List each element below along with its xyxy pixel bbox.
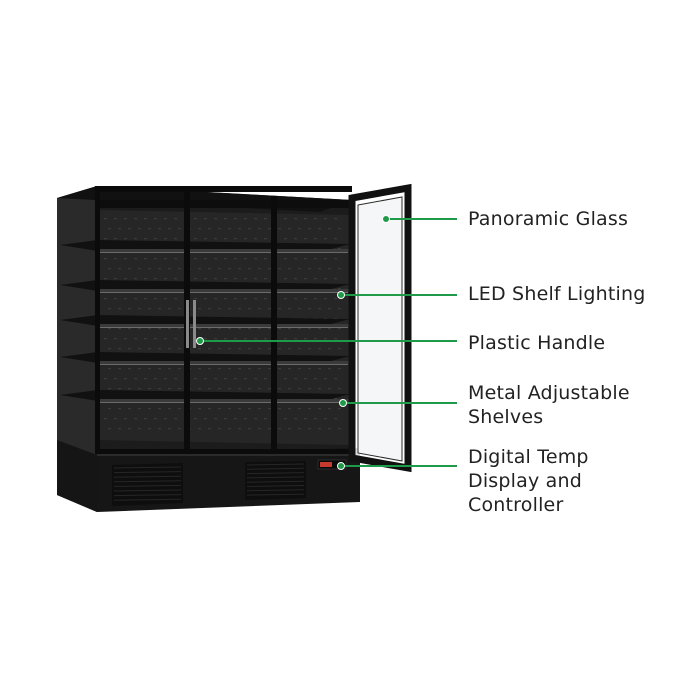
shelf: [60, 240, 350, 253]
callout-led-shelf-lighting: [337, 291, 457, 299]
label-panoramic-glass: Panoramic Glass: [468, 207, 628, 231]
label-metal-adjustable-shelves-line-2: Shelves: [468, 406, 544, 428]
callout-digital-temp-display: [337, 462, 457, 470]
handle-left: [186, 300, 189, 348]
callout-panoramic-glass: [382, 215, 457, 223]
cabinet-base: [57, 440, 97, 512]
door-glass-pane: [357, 196, 403, 462]
handle-right: [193, 300, 196, 348]
temp-display-digits: [320, 462, 332, 467]
label-plastic-handle-line-1: Plastic Handle: [468, 332, 606, 354]
label-digital-temp-display-line-2: Display and: [468, 470, 583, 492]
label-digital-temp-display-line-3: Controller: [468, 494, 564, 516]
callout-metal-adjustable-shelves: [339, 399, 457, 407]
callout-lines: [196, 215, 457, 470]
label-led-shelf-lighting-line-1: LED Shelf Lighting: [468, 283, 646, 305]
shelves-group: [60, 240, 350, 403]
canopy-light-strip: [97, 200, 352, 208]
shelf: [60, 352, 350, 365]
label-led-shelf-lighting: LED Shelf Lighting: [468, 282, 645, 306]
label-digital-temp-display: Digital Temp Display and Controller: [468, 445, 589, 517]
shelf: [60, 315, 350, 328]
label-digital-temp-display-line-1: Digital Temp: [468, 446, 589, 468]
callout-plastic-handle: [196, 337, 457, 345]
shelf: [60, 280, 350, 293]
label-metal-adjustable-shelves: Metal Adjustable Shelves: [468, 381, 630, 429]
label-panoramic-glass-line-1: Panoramic Glass: [468, 208, 629, 230]
shelf: [60, 390, 350, 403]
label-metal-adjustable-shelves-line-1: Metal Adjustable: [468, 382, 630, 404]
label-plastic-handle: Plastic Handle: [468, 331, 605, 355]
cabinet-side-panel: [57, 186, 97, 512]
